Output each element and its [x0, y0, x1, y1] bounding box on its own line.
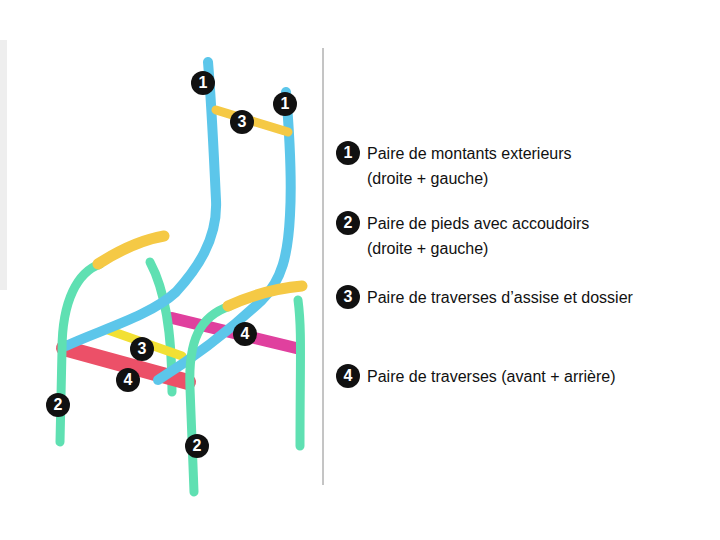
callout-number: 2 [46, 393, 70, 417]
callout-number: 1 [191, 71, 215, 95]
callout-number: 3 [130, 337, 154, 361]
legend-text: Paire de pieds avec accoudoirs (droite +… [367, 211, 617, 261]
callout-number: 2 [336, 211, 360, 235]
edge-strip [0, 40, 7, 290]
callout-number: 1 [273, 92, 297, 116]
armrest [98, 236, 164, 264]
outer-upright [158, 92, 291, 380]
front-leg [190, 306, 230, 492]
outer-upright [66, 62, 216, 346]
callout-number: 2 [185, 434, 209, 458]
divider-line [323, 48, 324, 485]
callout-number: 3 [336, 285, 360, 309]
armrest [228, 286, 302, 306]
callout-number: 4 [336, 364, 360, 388]
legend-text: Paire de montants exterieurs (droite + g… [367, 141, 617, 191]
callout-number: 1 [336, 141, 360, 165]
callout-number: 4 [233, 322, 257, 346]
legend-text: Paire de traverses (avant + arrière) [367, 364, 712, 389]
callout-number: 4 [116, 368, 140, 392]
rear-leg [298, 300, 301, 446]
legend-text: Paire de traverses d’assise et dossier [367, 285, 712, 310]
callout-number: 3 [230, 110, 254, 134]
front-leg [60, 264, 100, 442]
